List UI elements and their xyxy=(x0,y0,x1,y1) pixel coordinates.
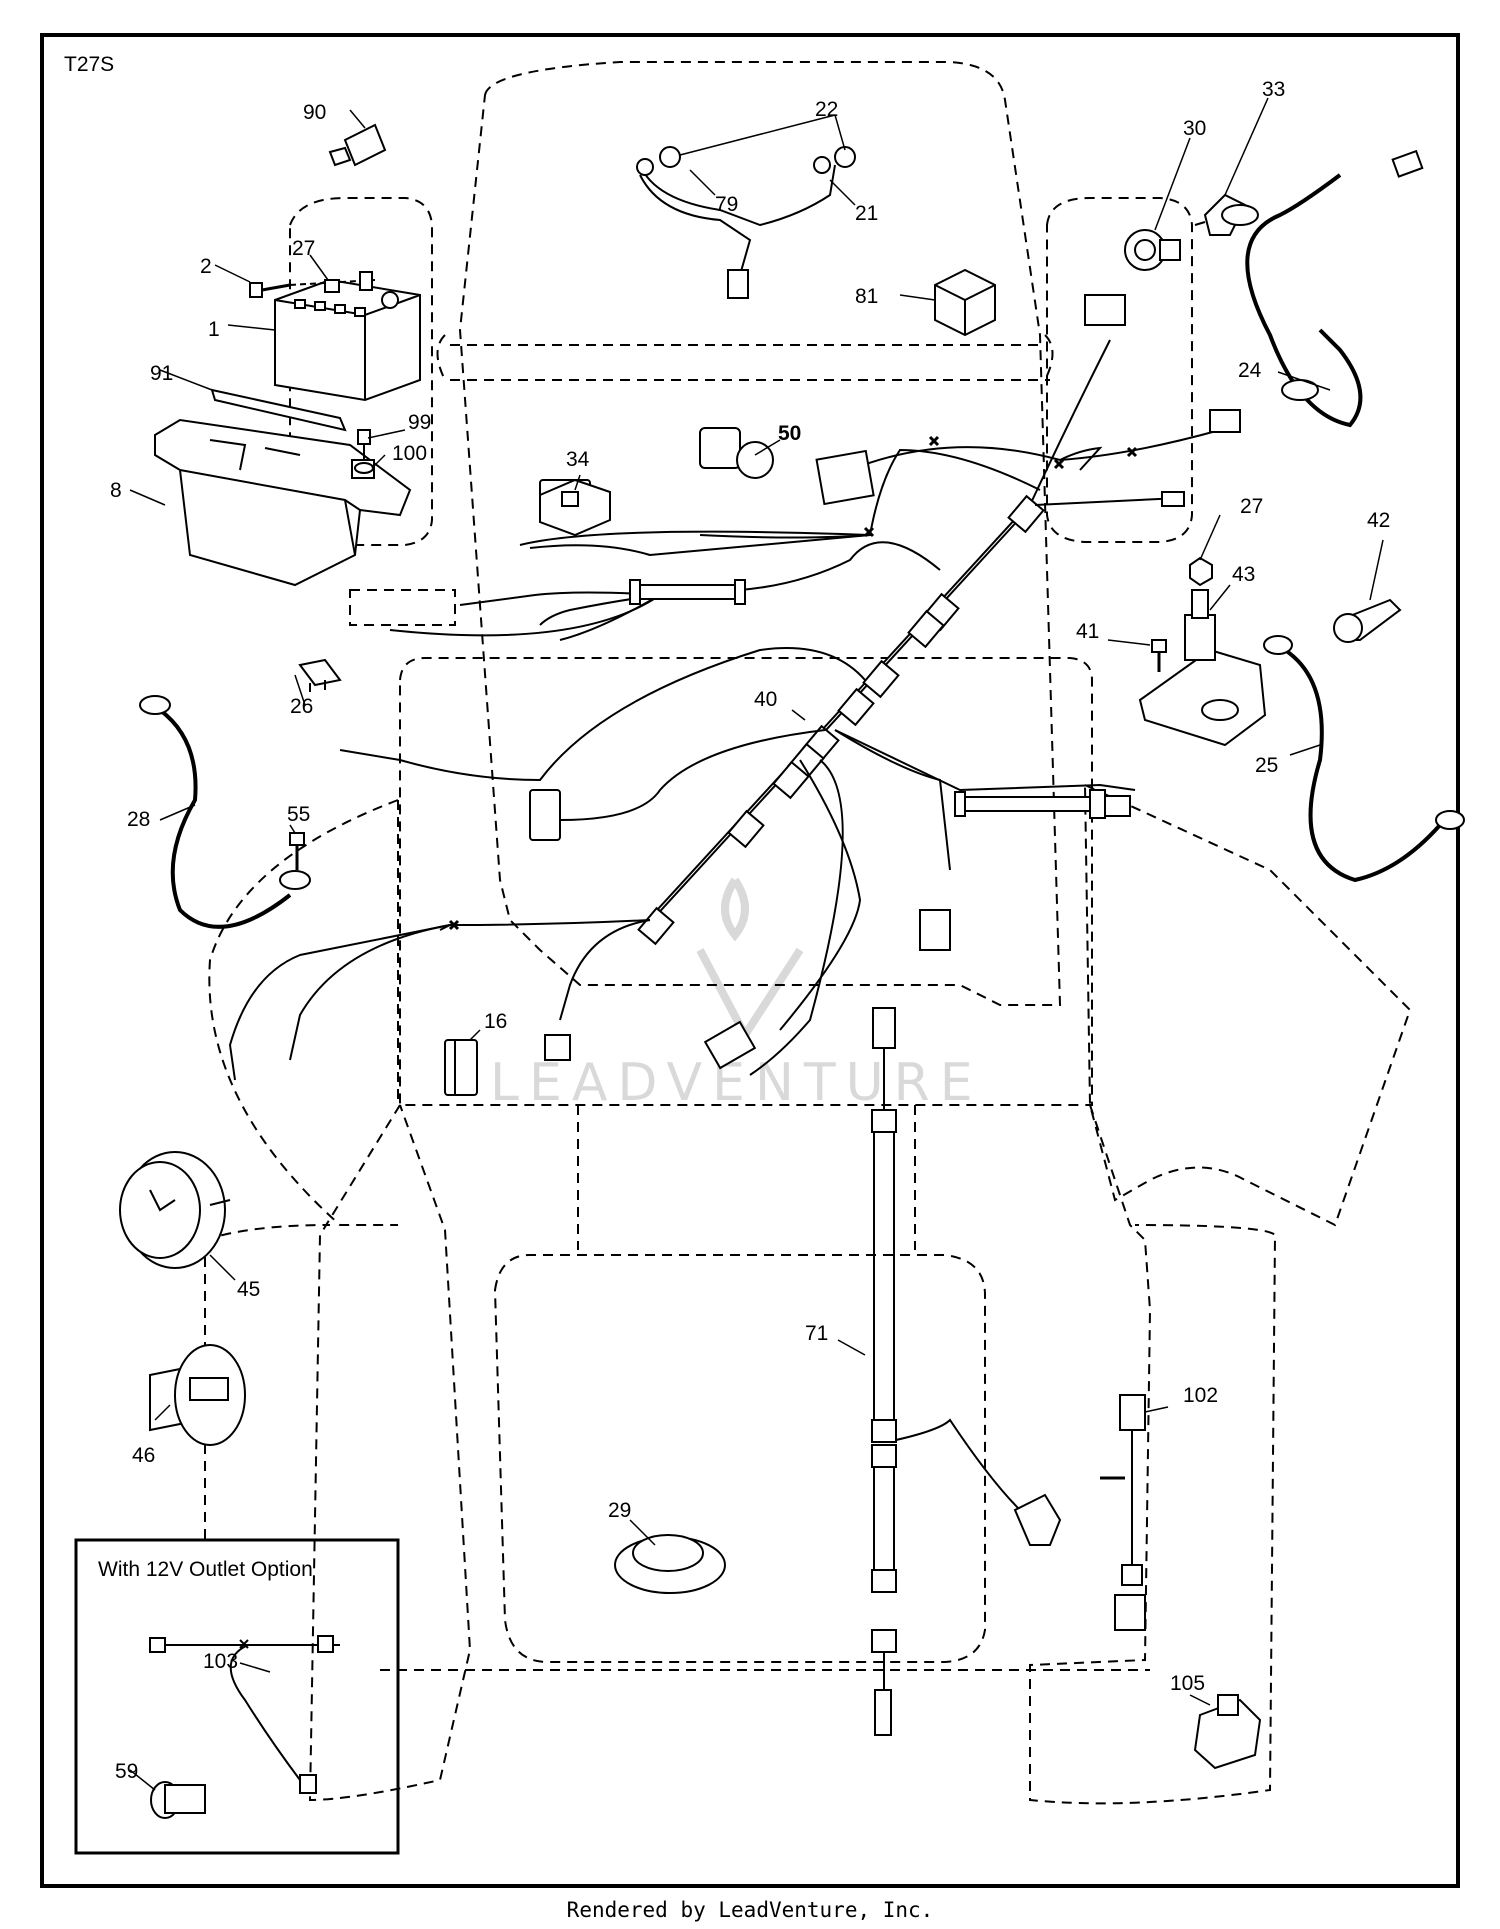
part-50-pto-switch xyxy=(699,427,774,479)
label-90: 90 xyxy=(303,101,326,124)
part-27-nut-right xyxy=(1189,556,1213,587)
label-1: 1 xyxy=(208,318,220,341)
part-41-bolt xyxy=(1151,639,1167,672)
harness-branch-right xyxy=(954,789,1131,819)
part-24-cable xyxy=(1221,149,1424,428)
label-33: 33 xyxy=(1262,78,1285,101)
label-41: 41 xyxy=(1076,620,1099,643)
label-29: 29 xyxy=(608,1499,631,1522)
footer-credit: Rendered by LeadVenture, Inc. xyxy=(566,1898,934,1922)
part-43-solenoid xyxy=(1138,589,1267,747)
label-21: 21 xyxy=(855,202,878,225)
part-81-relay xyxy=(934,268,996,337)
inset-12v-outlet xyxy=(74,1538,400,1855)
label-25: 25 xyxy=(1255,754,1278,777)
label-43: 43 xyxy=(1232,563,1255,586)
label-27b: 27 xyxy=(1240,495,1263,518)
label-26: 26 xyxy=(290,695,313,718)
part-27-nut xyxy=(324,271,373,293)
part-100-nut xyxy=(354,462,374,474)
label-34: 34 xyxy=(566,448,590,471)
label-2: 2 xyxy=(200,255,212,278)
part-8-battery-tray xyxy=(154,418,412,587)
part-28-cable xyxy=(139,695,311,929)
label-79: 79 xyxy=(715,193,738,216)
label-102: 102 xyxy=(1183,1384,1218,1407)
part-34-switch xyxy=(539,478,611,537)
label-81: 81 xyxy=(855,285,878,308)
part-29-plug xyxy=(614,1534,726,1594)
label-46: 46 xyxy=(132,1444,155,1467)
main-harness xyxy=(228,339,1221,1081)
leader-lines xyxy=(129,97,1384,1791)
label-50: 50 xyxy=(778,422,801,445)
label-59: 59 xyxy=(115,1760,138,1783)
label-27a: 27 xyxy=(292,237,315,260)
part-46-hour-meter xyxy=(149,1344,246,1446)
label-24: 24 xyxy=(1238,359,1262,382)
tractor-outline xyxy=(204,61,1412,1805)
label-8: 8 xyxy=(110,479,122,502)
label-45: 45 xyxy=(237,1278,260,1301)
splice-marks xyxy=(448,435,1138,931)
label-55: 55 xyxy=(287,803,310,826)
label-99: 99 xyxy=(408,411,431,434)
label-100: 100 xyxy=(392,442,427,465)
part-90-connector xyxy=(328,123,387,167)
label-103: 103 xyxy=(203,1650,238,1673)
part-25-cable xyxy=(1263,635,1465,883)
part-21-headlight-harness xyxy=(636,146,856,299)
watermark-logo xyxy=(696,877,804,1043)
part-26-fuse xyxy=(298,658,342,692)
label-105: 105 xyxy=(1170,1672,1205,1695)
part-labels: T27S 90 22 79 21 81 30 33 24 2 27 1 91 8… xyxy=(64,53,1390,1783)
part-55-bolt xyxy=(289,832,305,870)
watermark-text: LEADVENTURE xyxy=(490,1053,983,1113)
part-71-harness xyxy=(871,1007,1062,1736)
part-105-solenoid xyxy=(1193,1694,1262,1770)
inset-title: With 12V Outlet Option xyxy=(98,1558,313,1581)
part-102-jumper xyxy=(1100,1394,1146,1631)
label-16: 16 xyxy=(484,1010,507,1033)
part-1-battery xyxy=(274,278,421,402)
part-42-boot xyxy=(1333,598,1402,643)
label-71: 71 xyxy=(805,1322,828,1345)
label-42: 42 xyxy=(1367,509,1390,532)
diagram-frame xyxy=(40,33,1460,1888)
label-28: 28 xyxy=(127,808,150,831)
label-91: 91 xyxy=(150,362,173,385)
part-91-strap xyxy=(210,388,347,432)
part-30-ignition-switch xyxy=(1124,229,1181,271)
part-16-switch xyxy=(444,1039,478,1096)
part-45-gauge xyxy=(119,1151,231,1269)
diagram-id: T27S xyxy=(64,53,114,76)
label-30: 30 xyxy=(1183,117,1206,140)
label-22: 22 xyxy=(815,98,838,121)
label-40: 40 xyxy=(754,688,777,711)
